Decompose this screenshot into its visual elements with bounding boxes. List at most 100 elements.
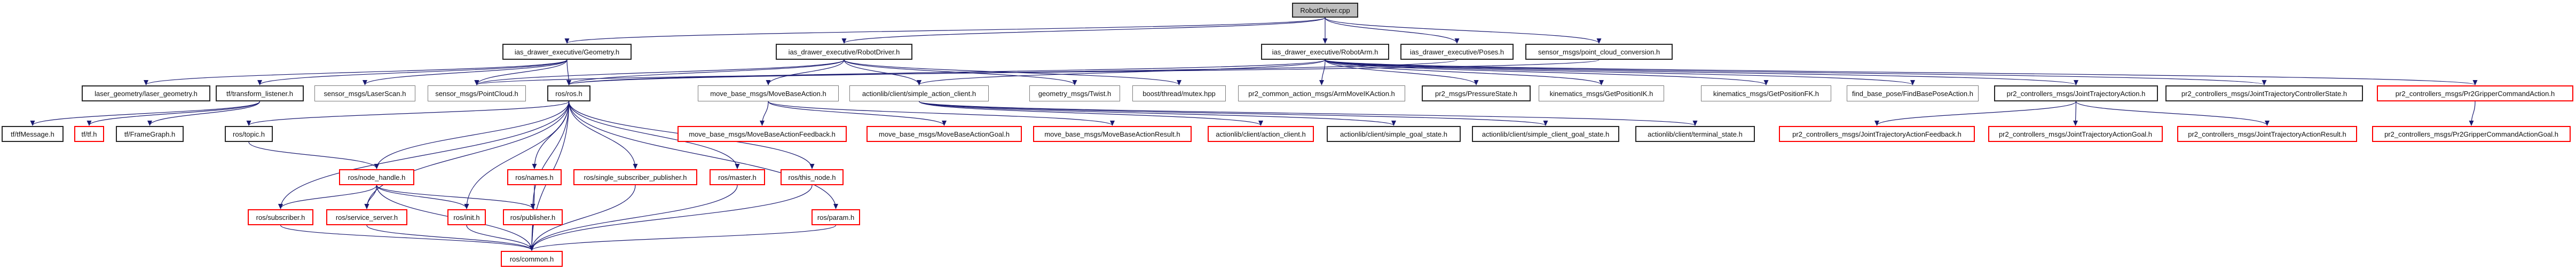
graph-node-jtaf[interactable]: pr2_controllers_msgs/JointTrajectoryActi… [1779, 126, 1975, 142]
edge-geometry-to-tfl [257, 59, 568, 85]
graph-node-mutex[interactable]: boost/thread/mutex.hpp [1132, 85, 1226, 101]
graph-node-sgs[interactable]: actionlib/client/simple_goal_state.h [1327, 126, 1461, 142]
graph-node-getik[interactable]: kinematics_msgs/GetPositionIK.h [1539, 85, 1664, 101]
edge-node_handle-to-init [376, 185, 469, 209]
edge-robotarm_h-to-sac [917, 59, 1326, 85]
edge-tfl-to-framegraph [147, 101, 261, 126]
graph-node-sac[interactable]: actionlib/client/simple_action_client.h [849, 85, 989, 101]
edge-this_node-to-common [529, 185, 813, 251]
graph-node-tf[interactable]: tf/tf.h [74, 126, 104, 142]
graph-node-framegraph[interactable]: tf/FrameGraph.h [116, 126, 184, 142]
graph-node-poses_h[interactable]: ias_drawer_executive/Poses.h [1400, 44, 1514, 60]
graph-node-mbar[interactable]: move_base_msgs/MoveBaseActionResult.h [1033, 126, 1192, 142]
edge-ros-to-master [568, 101, 740, 169]
graph-node-mba[interactable]: move_base_msgs/MoveBaseAction.h [698, 85, 839, 101]
edge-ros-to-service_server [364, 101, 570, 209]
edge-ros-to-init [464, 101, 570, 209]
graph-node-publisher[interactable]: ros/publisher.h [503, 209, 563, 225]
graph-node-tfmessage[interactable]: tf/tfMessage.h [2, 126, 64, 142]
graph-node-jtag[interactable]: pr2_controllers_msgs/JointTrajectoryActi… [1988, 126, 2163, 142]
graph-node-subscriber[interactable]: ros/subscriber.h [248, 209, 313, 225]
edge-ros-to-topic [246, 101, 570, 126]
edge-subscriber-to-common [280, 225, 534, 251]
edge-pcc-to-pointcloud [475, 59, 1600, 85]
graph-node-pcc[interactable]: sensor_msgs/point_cloud_conversion.h [1525, 44, 1673, 60]
edge-master-to-common [529, 185, 738, 251]
edge-robotarm_h-to-ros [566, 59, 1326, 85]
graph-node-fbp[interactable]: find_base_pose/FindBasePoseAction.h [1847, 85, 1979, 101]
graph-node-armik[interactable]: pr2_common_action_msgs/ArmMoveIKAction.h [1238, 85, 1405, 101]
edge-root-to-pcc [1325, 17, 1602, 44]
edge-tfl-to-tf [86, 101, 261, 126]
edge-robotarm_h-to-gripa [1325, 59, 2477, 85]
graph-node-topic[interactable]: ros/topic.h [225, 126, 273, 142]
graph-node-laserscan[interactable]: sensor_msgs/LaserScan.h [314, 85, 415, 101]
edge-robotarm_h-to-jta [1325, 59, 2078, 85]
graph-node-master[interactable]: ros/master.h [710, 169, 765, 185]
edge-gripa-to-gripag [2469, 101, 2476, 126]
edge-node_handle-to-subscriber [278, 185, 377, 209]
graph-node-geometry[interactable]: ias_drawer_executive/Geometry.h [502, 44, 632, 60]
graph-node-ac[interactable]: actionlib/client/action_client.h [1208, 126, 1314, 142]
edge-root-to-poses_h [1325, 17, 1460, 44]
edge-robotdriver_h-to-pointcloud [474, 59, 845, 85]
graph-node-robotarm_h[interactable]: ias_drawer_executive/RobotArm.h [1261, 44, 1389, 60]
edge-jta-to-jtaf [1874, 101, 2077, 126]
edge-sac-to-sgs [918, 101, 1396, 126]
graph-node-scgs[interactable]: actionlib/client/simple_client_goal_stat… [1472, 126, 1619, 142]
graph-node-gripa[interactable]: pr2_controllers_msgs/Pr2GripperCommandAc… [2377, 85, 2573, 101]
edge-sac-to-ac [918, 101, 1263, 126]
graph-node-tfl[interactable]: tf/transform_listener.h [216, 85, 304, 101]
edge-service_server-to-common [366, 225, 534, 251]
graph-node-ssp[interactable]: ros/single_subscriber_publisher.h [573, 169, 697, 185]
graph-node-ts[interactable]: actionlib/client/terminal_state.h [1635, 126, 1755, 142]
graph-node-robotdriver_h[interactable]: ias_drawer_executive/RobotDriver.h [776, 44, 912, 60]
graph-node-pointcloud[interactable]: sensor_msgs/PointCloud.h [428, 85, 526, 101]
edge-ssp-to-common [529, 185, 636, 251]
graph-node-names[interactable]: ros/names.h [507, 169, 562, 185]
edge-mba-to-mbag [768, 101, 947, 126]
edge-root-to-geometry [565, 17, 1326, 44]
edge-param-to-common [529, 225, 837, 251]
graph-node-mbag[interactable]: move_base_msgs/MoveBaseActionGoal.h [866, 126, 1022, 142]
graph-node-this_node[interactable]: ros/this_node.h [781, 169, 844, 185]
edge-ros-to-names [532, 101, 570, 169]
graph-node-jtcs[interactable]: pr2_controllers_msgs/JointTrajectoryCont… [2165, 85, 2363, 101]
edge-jta-to-jtar [2075, 101, 2270, 126]
edge-geometry-to-laserscan [363, 59, 568, 85]
edge-init-to-common [466, 225, 534, 251]
graph-node-pressure[interactable]: pr2_msgs/PressureState.h [1422, 85, 1531, 101]
graph-node-jta[interactable]: pr2_controllers_msgs/JointTrajectoryActi… [1994, 85, 2158, 101]
edge-geometry-to-ros [566, 59, 571, 85]
edge-mba-to-mbaf [760, 101, 769, 126]
graph-node-laser_geometry[interactable]: laser_geometry/laser_geometry.h [82, 85, 210, 101]
graph-node-root: RobotDriver.cpp [1292, 3, 1358, 18]
graph-node-mbaf[interactable]: move_base_msgs/MoveBaseActionFeedback.h [678, 126, 847, 142]
graph-node-node_handle[interactable]: ros/node_handle.h [339, 169, 414, 185]
edge-tfl-to-tfmessage [30, 101, 261, 126]
edge-robotdriver_h-to-ros [566, 59, 845, 85]
edge-robotdriver_h-to-sac [844, 59, 921, 85]
edge-ros-to-node_handle [374, 101, 570, 169]
edge-sac-to-scgs [918, 101, 1548, 126]
edge-robotarm_h-to-getfk [1325, 59, 1769, 85]
edge-robotarm_h-to-fbp [1325, 59, 1915, 85]
graph-node-jtar[interactable]: pr2_controllers_msgs/JointTrajectoryActi… [2177, 126, 2357, 142]
edge-robotarm_h-to-jtcs [1325, 59, 2266, 85]
graph-node-param[interactable]: ros/param.h [812, 209, 860, 225]
edge-topic-to-node_handle [248, 141, 379, 169]
edge-geometry-to-laser_geometry [144, 59, 568, 85]
edge-mba-to-mbar [768, 101, 1115, 126]
graph-node-getfk[interactable]: kinematics_msgs/GetPositionFK.h [1701, 85, 1831, 101]
graph-node-common[interactable]: ros/common.h [501, 251, 563, 267]
graph-node-gripag[interactable]: pr2_controllers_msgs/Pr2GripperCommandAc… [2372, 126, 2571, 142]
edge-sac-to-ts [918, 101, 1697, 126]
edge-ros-to-param [568, 101, 838, 209]
edge-robotdriver_h-to-mba [766, 59, 845, 85]
graph-node-ros[interactable]: ros/ros.h [547, 85, 590, 101]
graph-node-twist[interactable]: geometry_msgs/Twist.h [1029, 85, 1120, 101]
graph-node-init[interactable]: ros/init.h [447, 209, 486, 225]
graph-node-service_server[interactable]: ros/service_server.h [326, 209, 407, 225]
